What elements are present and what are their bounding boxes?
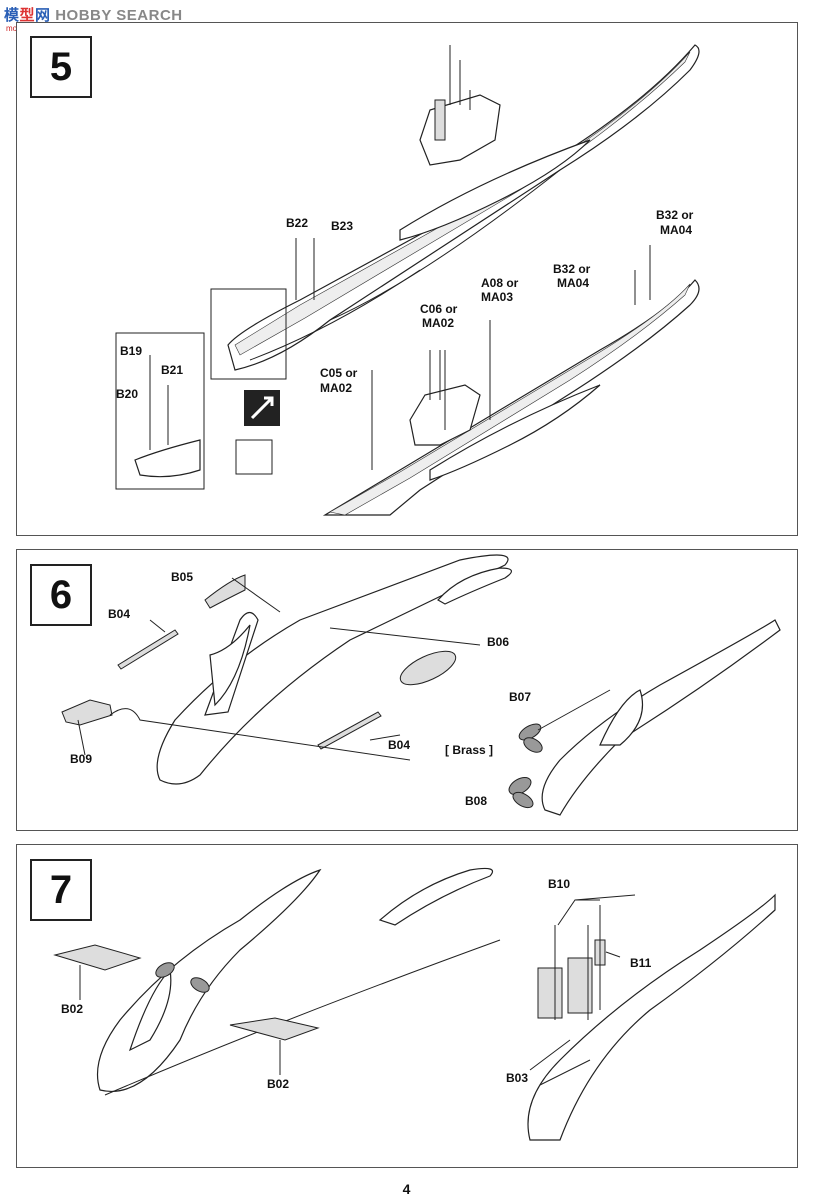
label-b06: B06 (487, 635, 510, 649)
step-6-prop-b08 (508, 776, 534, 809)
label-b19: B19 (120, 344, 143, 358)
watermark-part1: 模 (4, 7, 20, 24)
label-a08-a: A08 or (481, 276, 519, 290)
watermark-part3: 网 (35, 7, 51, 24)
label-c05-b: MA02 (320, 381, 353, 395)
step-5-detail-box-left (115, 332, 205, 490)
label-b20: B20 (116, 387, 139, 401)
label-b32-top-b: MA04 (660, 223, 693, 237)
step-5-number: 5 (30, 36, 92, 98)
step-7-part-b02-left (53, 944, 142, 971)
label-b22: B22 (286, 216, 309, 230)
page-number: 4 (402, 1181, 411, 1197)
step-7-part-b10 (557, 894, 636, 926)
label-b32-top-a: B32 or (656, 208, 694, 222)
label-b02-left: B02 (61, 1002, 84, 1016)
label-b11: B11 (630, 956, 652, 970)
step-6-part-b06 (399, 650, 457, 686)
label-c06-a: C06 or (420, 302, 458, 316)
step-6-part-b09 (61, 699, 113, 726)
label-brass: [ Brass ] (445, 743, 494, 757)
label-b23: B23 (331, 219, 354, 233)
step-6-part-b04-bottom (317, 711, 382, 750)
label-a08-b: MA03 (481, 290, 514, 304)
label-b02-bottom: B02 (267, 1077, 290, 1091)
step-6-prop-b07 (518, 723, 543, 753)
label-b03: B03 (506, 1071, 529, 1085)
step-5-lower-hull (322, 279, 700, 516)
label-b10: B10 (548, 877, 571, 891)
step-7-number: 7 (30, 859, 92, 921)
watermark-text: HOBBY SEARCH (55, 7, 183, 24)
step-5-detail-box-upper (210, 288, 287, 380)
label-b21: B21 (161, 363, 184, 377)
label-c06-b: MA02 (422, 316, 455, 330)
watermark-logo: 模型网 HOBBY SEARCH (4, 4, 183, 25)
step-7-left-hull (96, 868, 322, 1092)
step-5-upper-hull (227, 44, 700, 371)
step-7-part-b03-left (537, 967, 563, 1019)
label-c05-a: C05 or (320, 366, 358, 380)
label-b04-top: B04 (108, 607, 131, 621)
step-5-upper-tower (419, 45, 501, 166)
step-7-part-b02-bottom (229, 1017, 320, 1041)
label-b32-mid-b: MA04 (557, 276, 590, 290)
step-5-small-detail-box (235, 439, 273, 475)
step-6-number: 6 (30, 564, 92, 626)
label-b09: B09 (70, 752, 93, 766)
label-b07: B07 (509, 690, 532, 704)
label-b05: B05 (171, 570, 194, 584)
label-b32-mid-a: B32 or (553, 262, 591, 276)
step-6-part-b04-top (117, 629, 179, 670)
step-7-props (155, 962, 210, 993)
label-b04-bottom: B04 (388, 738, 411, 752)
step-6-part-b05 (204, 574, 246, 609)
step-7-right-hull (527, 893, 776, 1141)
label-b08: B08 (465, 794, 488, 808)
watermark-part2: 型 (19, 7, 36, 24)
